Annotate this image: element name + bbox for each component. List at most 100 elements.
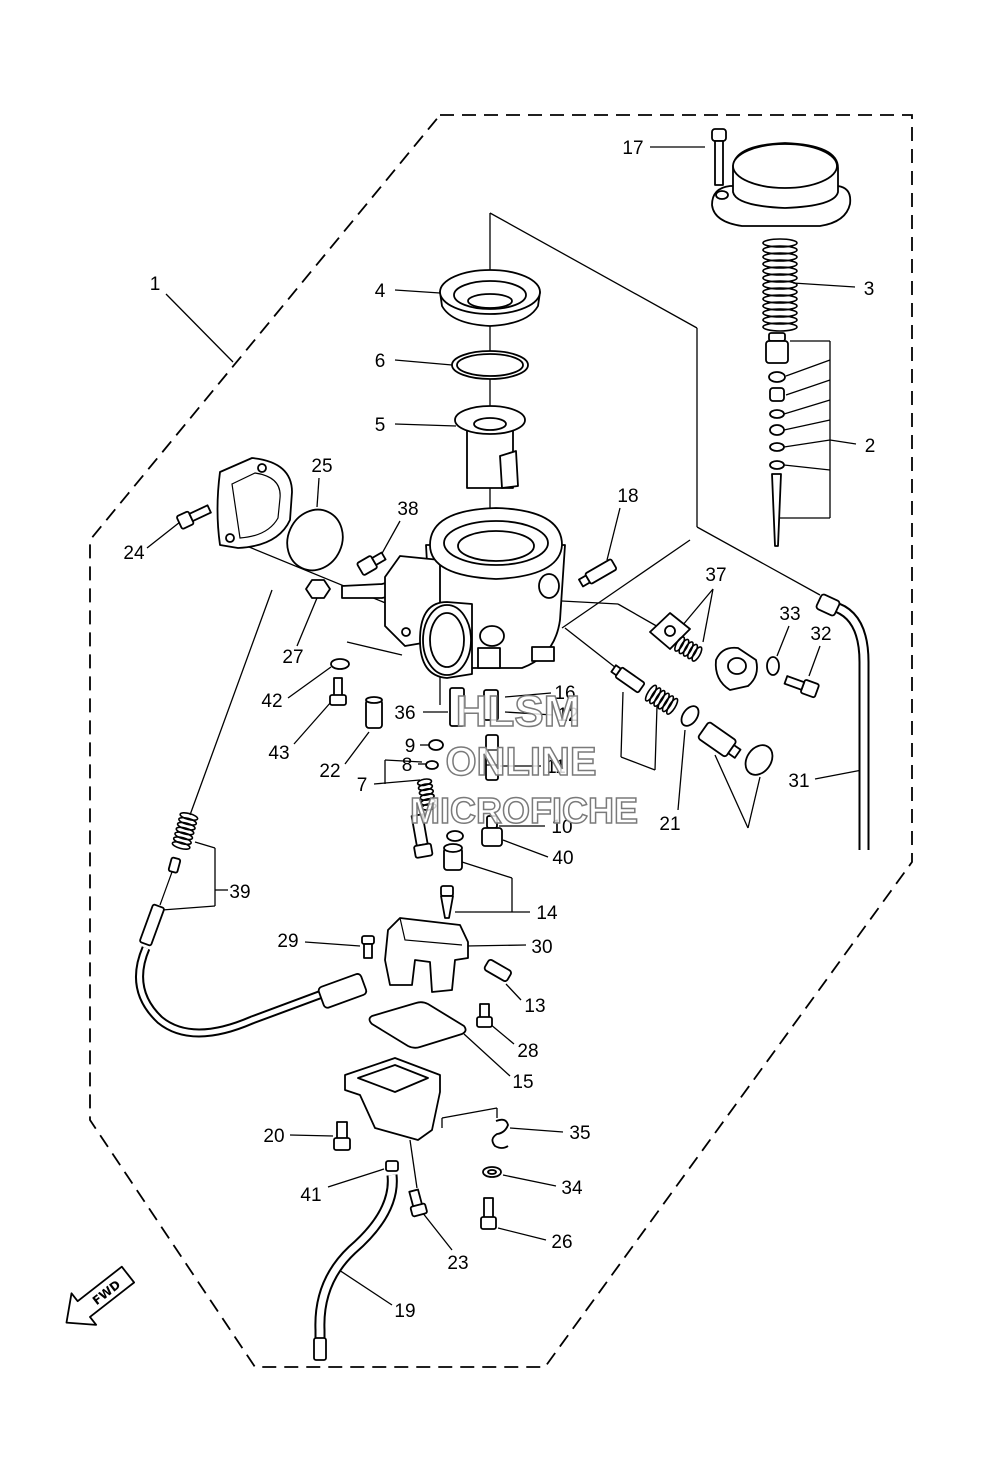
drain-hose-inner: [316, 1174, 396, 1340]
leader-line: [606, 507, 621, 561]
jet-needle: [771, 473, 782, 547]
leader-line: [747, 776, 761, 829]
leader-line: [654, 705, 658, 771]
adjust-washer-hole: [487, 1169, 497, 1175]
part-number-callout: 33: [779, 604, 800, 625]
spring-coil: [171, 840, 191, 851]
spring-clip: [491, 1118, 509, 1149]
spring-coil: [682, 641, 694, 657]
jet-holder: [481, 827, 503, 847]
part-number-callout: 42: [261, 691, 282, 712]
drain-hose-outer: [314, 1174, 398, 1340]
part-number-callout: 15: [512, 1072, 533, 1093]
vent-fitting: [578, 558, 618, 588]
part-number-callout: 7: [357, 775, 368, 796]
stop-screw: [697, 721, 742, 759]
spring-coil: [420, 797, 436, 806]
vent-hose-inner: [830, 602, 868, 850]
side-screw: [783, 675, 820, 699]
top-cover: [711, 142, 852, 227]
drain-fitting: [385, 1160, 399, 1172]
part-number-callout: 29: [277, 931, 298, 952]
part-number-callout: 3: [864, 279, 875, 300]
spring-coil: [762, 301, 798, 311]
gasket-plate-inner: [231, 472, 281, 539]
part-number-callout: 40: [552, 848, 573, 869]
part-number-callout: 1: [150, 274, 161, 295]
leader-line: [194, 841, 216, 849]
starter-cable-fitting: [317, 973, 368, 1009]
body-lower-fitting: [477, 647, 501, 669]
leader-line: [714, 754, 749, 829]
part-number-callout: 26: [551, 1232, 572, 1253]
leader-line: [421, 1211, 453, 1251]
starter-rod: [159, 871, 173, 906]
side-o-ring: [766, 656, 780, 676]
vent-hose: [815, 593, 870, 850]
spring-coil: [649, 687, 662, 705]
part-number-callout: 9: [405, 736, 416, 757]
side-cover-group: [649, 612, 780, 691]
cover-screw: [711, 128, 727, 186]
leader-line: [783, 399, 831, 415]
piston-center: [473, 417, 507, 431]
part-number-callout: 13: [524, 996, 545, 1017]
spring-coil: [176, 821, 196, 831]
spring-coil: [653, 689, 666, 708]
spring-coil: [421, 802, 437, 811]
leader-line: [384, 759, 423, 763]
spring-coil: [174, 831, 194, 841]
body-bracket-hole: [401, 627, 411, 637]
side-plate-hole: [664, 625, 676, 637]
bowl-screw: [476, 1003, 493, 1028]
part-number-callout: 28: [517, 1041, 538, 1062]
jet-tube: [449, 687, 465, 727]
leader-line: [783, 439, 831, 448]
small-screw-head: [329, 694, 347, 706]
leader-line: [783, 419, 831, 431]
spring-coil: [416, 778, 433, 787]
stop-jet: [610, 664, 646, 694]
spring-coil: [178, 816, 198, 826]
part-number-callout: 11: [546, 757, 566, 778]
leader-line: [293, 701, 332, 745]
pilot-jet: [365, 699, 383, 729]
cover-screw-head: [711, 128, 727, 142]
leader-line: [502, 1174, 557, 1187]
part-number-callout: 21: [659, 814, 680, 835]
part-number-callout: 8: [402, 755, 413, 776]
needle-washer: [769, 460, 785, 470]
part-number-callout: 18: [617, 486, 638, 507]
stop-spring: [644, 684, 679, 715]
spring-coil: [172, 836, 192, 846]
drain-screw-head: [409, 1202, 428, 1218]
spring-coil: [687, 643, 699, 660]
part-number-callout: 25: [311, 456, 332, 477]
springs: [171, 238, 798, 851]
hex-nut: [305, 579, 331, 599]
leader-line: [304, 941, 361, 947]
top-cover-screw-hole: [715, 190, 729, 200]
fwd-arrow-shape: [65, 1265, 136, 1326]
needle-holder-body: [765, 340, 789, 364]
leader-line: [161, 905, 216, 911]
part-number-callout: 14: [536, 903, 558, 924]
bowl-screw-shank: [479, 1003, 490, 1019]
leader-line: [504, 711, 554, 716]
float-screw-shank: [363, 943, 373, 959]
part-number-callout: 24: [123, 543, 145, 564]
leader-line: [785, 379, 831, 396]
part-number-callout: 12: [557, 705, 578, 726]
bowl-side-screw: [333, 1121, 351, 1151]
gasket-plate-hole: [257, 463, 267, 473]
part-number-callout: 2: [865, 436, 876, 457]
needle-valve-body: [440, 885, 454, 897]
leader-line: [344, 731, 370, 765]
plate-screw-shank: [188, 504, 212, 522]
leader-line: [617, 603, 661, 629]
spring-coil: [762, 280, 798, 290]
stop-screw-tip: [727, 744, 742, 759]
part-number-callout: 31: [788, 771, 809, 792]
part-number-callout: 30: [531, 937, 552, 958]
